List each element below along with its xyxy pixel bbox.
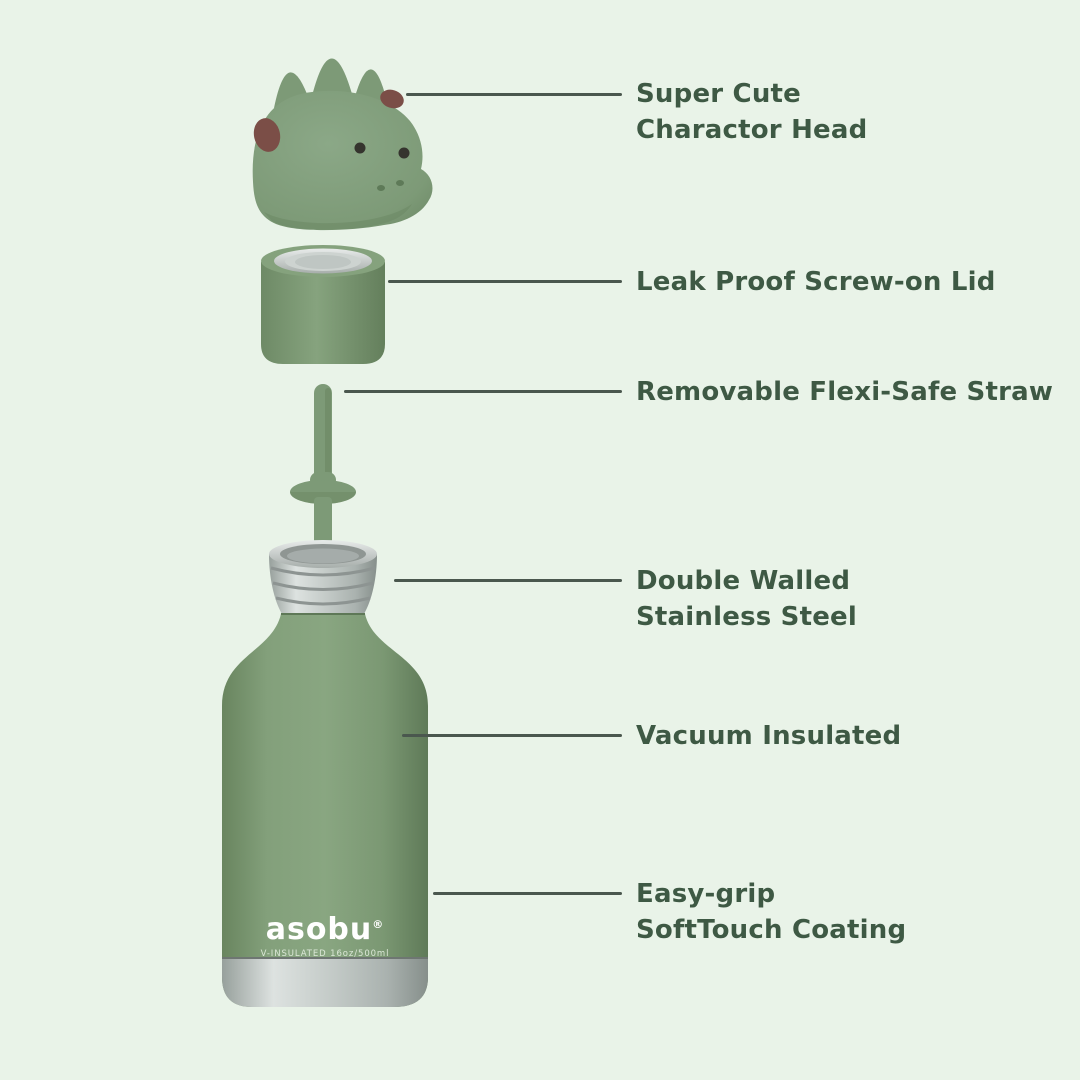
dino-chin-shade — [264, 204, 412, 230]
brand-sub-label: V-INSULATED 16oz/500ml — [260, 949, 390, 959]
lid-body — [261, 262, 385, 364]
straw-tube-bottom — [314, 497, 332, 548]
flexi-straw-icon — [290, 384, 356, 548]
dino-spot — [253, 118, 281, 152]
label-line: Leak Proof Screw-on Lid — [636, 267, 996, 297]
label-stainless-steel: Double Walled Stainless Steel — [636, 563, 857, 635]
dino-eye — [354, 142, 366, 154]
leader-line-character-head — [406, 93, 622, 96]
brand-mark: ® — [372, 918, 385, 931]
label-vacuum-insulated: Vacuum Insulated — [636, 718, 901, 754]
mouth-inner-wall — [287, 548, 359, 564]
label-line: Super Cute — [636, 79, 802, 109]
leader-line-coating — [433, 892, 622, 895]
dino-head-shape — [252, 90, 433, 231]
label-line: Vacuum Insulated — [636, 721, 902, 751]
bottle-body-icon — [222, 613, 428, 1007]
label-line: Stainless Steel — [636, 602, 858, 632]
dino-head-icon — [252, 58, 433, 231]
dino-eye — [398, 147, 410, 159]
brand-name: asobu® — [222, 908, 428, 947]
body-shape — [222, 614, 428, 1007]
lid-seal-center — [295, 255, 351, 269]
dino-spike-icon — [312, 58, 352, 96]
brand-logo: asobu® V-INSULATED 16oz/500ml — [222, 908, 428, 960]
label-screw-on-lid: Leak Proof Screw-on Lid — [636, 264, 996, 300]
leader-line-screw-on-lid — [388, 280, 622, 283]
dino-nostril — [396, 180, 404, 186]
label-coating: Easy-grip SoftTouch Coating — [636, 876, 906, 948]
label-line: Double Walled — [636, 566, 851, 596]
label-line: Easy-grip — [636, 879, 776, 909]
thread-line — [270, 566, 376, 577]
label-line: Charactor Head — [636, 115, 868, 145]
steel-neck-icon — [269, 540, 377, 614]
brand-text: asobu — [265, 912, 373, 947]
thread-line — [272, 581, 374, 591]
steel-base-icon — [222, 957, 428, 1007]
base-band — [222, 958, 428, 1007]
label-character-head: Super Cute Charactor Head — [636, 76, 867, 148]
label-straw: Removable Flexi-Safe Straw — [636, 374, 1053, 410]
label-line: Removable Flexi-Safe Straw — [636, 377, 1054, 407]
leader-line-vacuum-insulated — [402, 734, 622, 737]
neck-threads — [269, 554, 377, 614]
leader-line-stainless-steel — [394, 579, 622, 582]
dino-spot — [380, 89, 404, 109]
straw-shade — [325, 388, 331, 480]
label-line: SoftTouch Coating — [636, 915, 907, 945]
thread-line — [275, 596, 371, 606]
leader-line-straw — [344, 390, 622, 393]
dino-nostril — [377, 185, 385, 191]
screw-lid-icon — [261, 245, 385, 364]
